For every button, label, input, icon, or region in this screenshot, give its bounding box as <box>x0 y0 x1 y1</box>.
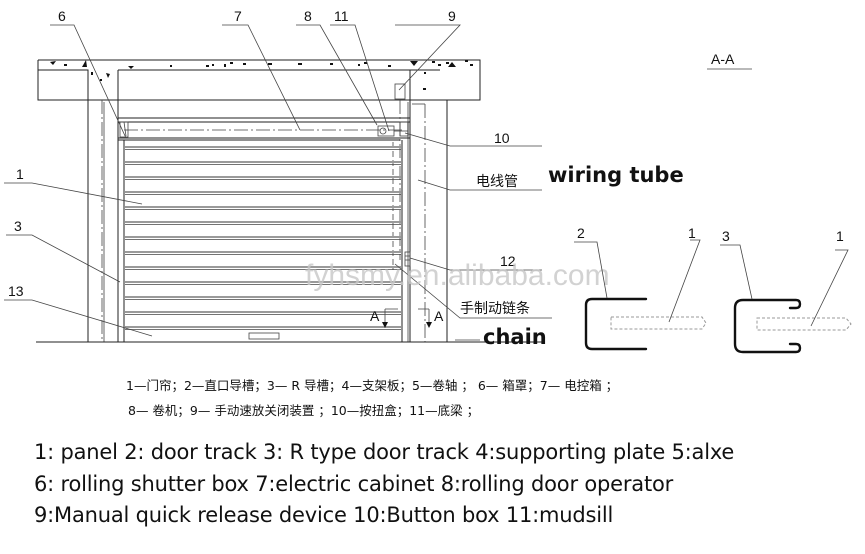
callout-1: 1 <box>16 166 24 182</box>
section-callout-3: 3 <box>722 228 730 244</box>
section-callout-1a: 1 <box>688 225 696 241</box>
door-panel <box>118 139 403 342</box>
door-slat <box>125 326 401 328</box>
legend-en-line-3: 9:Manual quick release device 10:Button … <box>34 503 614 527</box>
door-slat <box>125 191 401 193</box>
callout-11: 11 <box>334 8 349 24</box>
wiring-tube-label-cn: 电线管 <box>476 174 518 190</box>
leader-lines <box>4 24 552 341</box>
concrete-beam <box>37 59 481 342</box>
legend-cn-line-2: 8— 卷机；9— 手动速放关闭装置 ；10—按扭盒；11—底梁 ； <box>128 403 479 418</box>
section-callout-1b: 1 <box>836 228 844 244</box>
door-slat <box>125 311 401 313</box>
legend-en-line-1: 1: panel 2: door track 3: R type door tr… <box>34 440 735 464</box>
wiring-tube-label-en: wiring tube <box>548 163 684 187</box>
legend-en-line-2: 6: rolling shutter box 7:electric cabine… <box>34 472 674 496</box>
door-slat <box>125 161 401 163</box>
callout-3: 3 <box>14 218 22 234</box>
door-slat <box>125 236 401 238</box>
door-slat <box>125 296 401 298</box>
watermark: fyhsmy.en.alibaba.com <box>305 259 610 292</box>
chain-label-cn: 手制动链条 <box>460 300 530 317</box>
bottom-handle <box>248 332 280 340</box>
section-marker-right: A <box>434 308 444 324</box>
section-marker-left: A <box>370 308 380 324</box>
callout-13: 13 <box>8 283 24 299</box>
callout-6: 6 <box>58 8 66 24</box>
door-slat <box>125 281 401 283</box>
door-slat <box>125 266 401 268</box>
callout-9: 9 <box>448 8 456 24</box>
door-slat <box>125 206 401 208</box>
door-slat <box>125 176 401 178</box>
callout-10: 10 <box>494 130 510 146</box>
callout-7: 7 <box>234 8 242 24</box>
door-slat <box>125 146 401 148</box>
door-slat <box>125 221 401 223</box>
callout-12: 12 <box>500 253 516 269</box>
legend-cn-line-1: 1—门帘；2—直口导槽；3— R 导槽；4—支架板；5—卷轴 ； 6— 箱罩；7… <box>126 378 618 393</box>
shutter-box <box>117 83 411 260</box>
section-straight-track: 2 1 <box>574 225 707 351</box>
button-box <box>404 251 411 267</box>
section-markers: A A <box>370 308 444 328</box>
section-title: A-A <box>711 51 735 67</box>
concrete-specks <box>50 60 473 90</box>
section-r-track: 3 1 <box>720 228 852 354</box>
chain-label-en: chain <box>483 325 547 349</box>
wall-columns <box>101 100 426 342</box>
section-callout-2: 2 <box>577 225 585 241</box>
door-slat <box>125 251 401 253</box>
callout-8: 8 <box>304 8 312 24</box>
